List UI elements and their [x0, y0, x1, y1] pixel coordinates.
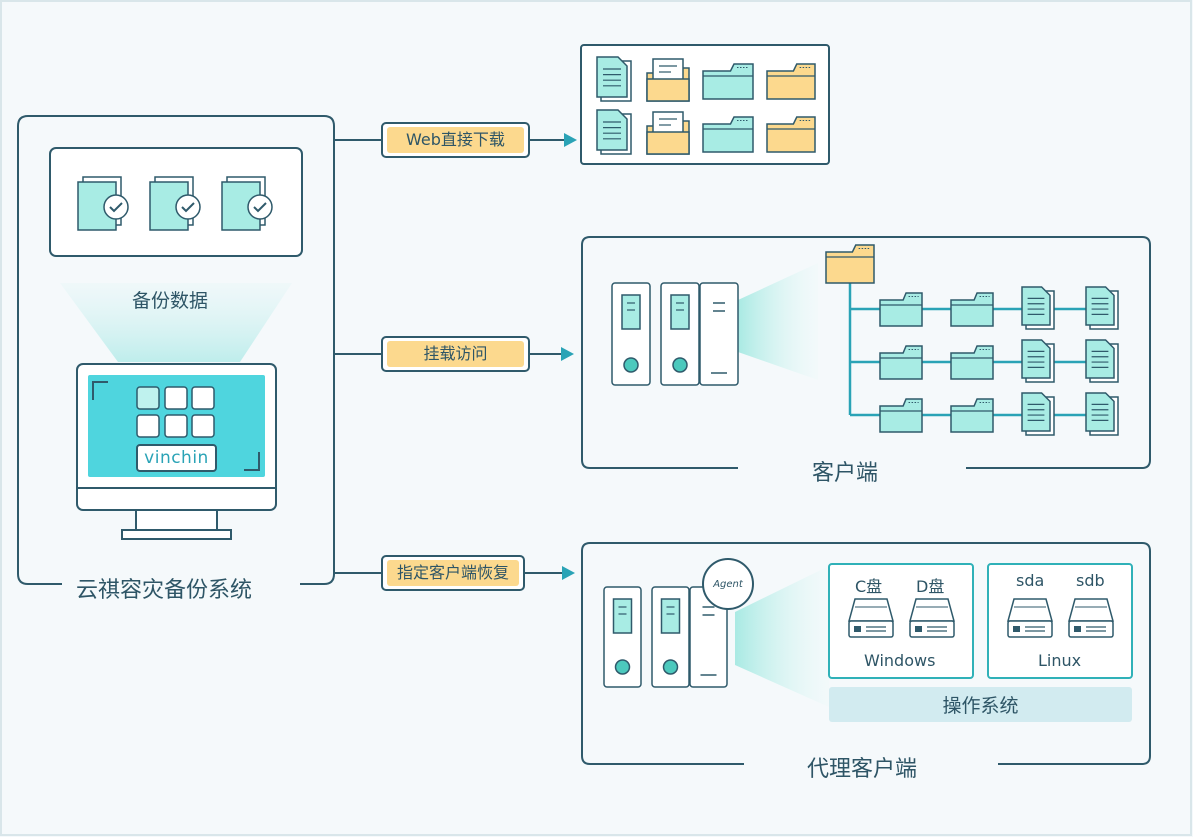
top-files-group	[596, 56, 816, 155]
connectors	[334, 139, 565, 574]
app-tile	[164, 386, 188, 410]
mount-access-label: 挂载访问	[387, 341, 524, 367]
client-servers-group	[611, 282, 739, 386]
system-title: 云祺容灾备份系统	[66, 572, 263, 604]
web-download-pill[interactable]: Web直接下载	[381, 122, 530, 158]
folder-icon	[702, 116, 754, 153]
folder-icon	[879, 398, 923, 433]
folder-icon	[766, 116, 816, 153]
agent-badge-text: Agent	[713, 578, 743, 590]
arrow-mount	[561, 347, 574, 361]
agent-badge: Agent	[702, 558, 754, 610]
server-icon	[611, 282, 651, 386]
windows-panel	[828, 563, 974, 679]
agent-client-box	[581, 542, 1151, 765]
os-label: 操作系统	[942, 695, 1019, 717]
disk-icon	[909, 598, 955, 638]
server-icon	[603, 586, 642, 688]
open-folder-icon	[646, 111, 690, 155]
disk-label-d: D盘	[916, 577, 945, 596]
disk-icon	[1007, 598, 1053, 638]
document-icon	[1021, 286, 1055, 330]
document-icon	[1021, 392, 1055, 436]
disk-icon	[1068, 598, 1114, 638]
windows-label: Windows	[864, 651, 936, 670]
backup-data-label: 备份数据	[132, 290, 209, 312]
agent-servers-group	[603, 586, 728, 688]
disk-label-c: C盘	[855, 577, 883, 596]
mount-access-pill[interactable]: 挂载访问	[381, 336, 530, 372]
document-icon	[1085, 339, 1119, 383]
web-download-label: Web直接下载	[387, 127, 524, 153]
app-tile	[136, 386, 160, 410]
document-icon	[1021, 339, 1055, 383]
folder-icon	[879, 345, 923, 380]
app-tile	[191, 414, 215, 438]
disk-label-sdb: sdb	[1076, 571, 1105, 590]
os-bar: 操作系统	[829, 687, 1132, 722]
client-box	[581, 236, 1151, 469]
server-icon	[699, 282, 739, 386]
folder-icon	[950, 292, 994, 327]
server-icon	[660, 282, 700, 386]
agent-beam	[735, 566, 829, 707]
app-tiles-group	[136, 386, 215, 438]
arrow-web	[564, 133, 577, 147]
vinchin-logo: vinchin	[136, 444, 217, 472]
app-tile	[164, 414, 188, 438]
backup-doc-icon	[77, 176, 129, 231]
arrow-restore	[562, 566, 575, 580]
backup-docs-group	[77, 176, 273, 231]
client-restore-label: 指定客户端恢复	[387, 560, 519, 586]
client-title: 客户端	[802, 455, 889, 487]
linux-label: Linux	[1038, 651, 1082, 670]
document-icon	[1085, 286, 1119, 330]
server-icon	[651, 586, 690, 688]
disk-icon	[848, 598, 894, 638]
open-folder-icon	[646, 58, 690, 102]
server-icon	[689, 586, 728, 688]
disk-label-sda: sda	[1016, 571, 1045, 590]
backup-doc-icon	[221, 176, 273, 231]
document-icon	[1085, 392, 1119, 436]
arrowheads	[561, 133, 577, 580]
monitor-beam	[60, 283, 292, 362]
document-icon	[596, 56, 632, 102]
disks-group	[848, 598, 1114, 638]
client-restore-pill[interactable]: 指定客户端恢复	[381, 555, 525, 591]
folder-icon	[950, 398, 994, 433]
agent-client-title: 代理客户端	[797, 751, 928, 783]
linux-panel	[987, 563, 1133, 679]
client-beam	[738, 263, 818, 380]
app-tile	[136, 414, 160, 438]
document-icon	[596, 109, 632, 155]
system-box	[17, 115, 335, 585]
backup-doc-icon	[149, 176, 201, 231]
folder-icon	[950, 345, 994, 380]
folder-icon	[702, 63, 754, 100]
vinchin-logo-text: vinchin	[144, 448, 209, 468]
root-folder-icon	[825, 244, 875, 284]
folder-icon	[766, 63, 816, 100]
folder-icon	[879, 292, 923, 327]
file-tree-group	[825, 244, 1119, 436]
app-tile	[191, 386, 215, 410]
